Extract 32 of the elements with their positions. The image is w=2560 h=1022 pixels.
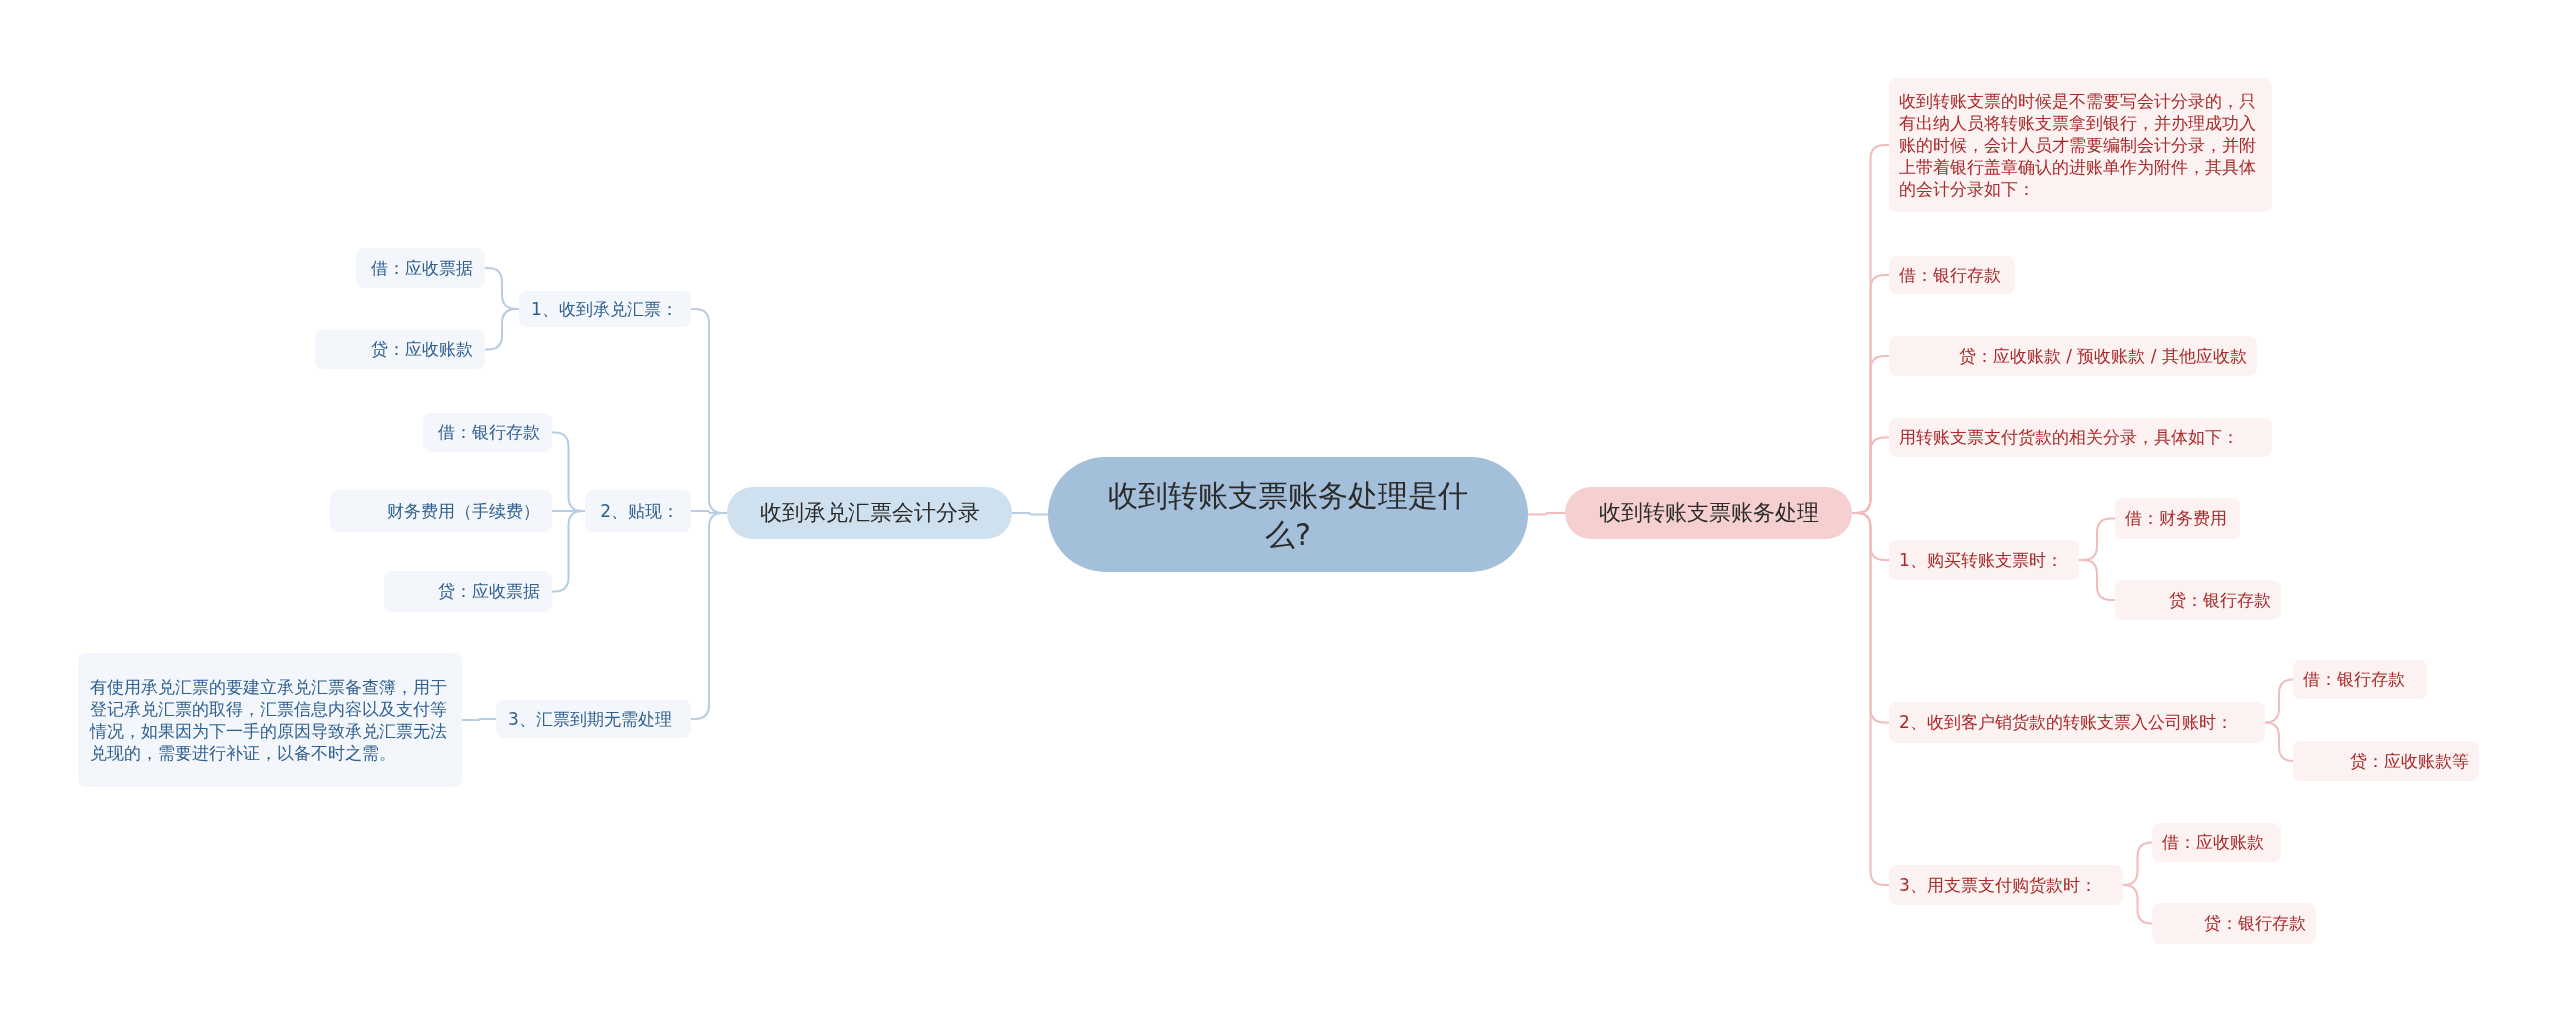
subtopic-box: 借：财务费用 xyxy=(2115,498,2240,539)
connector-line xyxy=(2264,678,2294,724)
subtopic-box: 3、汇票到期无需处理 xyxy=(496,700,691,738)
subtopic-box: 有使用承兑汇票的要建立承兑汇票备查簿，用于登记承兑汇票的取得，汇票信息内容以及支付等情况，如果因为下一手的原因导致承兑汇票无法兑现的，需要进行补证，以备不时之需。 xyxy=(78,653,462,787)
subtopic-box: 财务费用（手续费） xyxy=(330,490,552,532)
subtopic-box: 收到转账支票的时候是不需要写会计分录的，只有出纳人员将转账支票拿到银行，并办理成功入账的时候，会计人员才需要编制会计分录，并附上带着银行盖章确认的进账单作为附件，其具体的会计分录如下： xyxy=(1889,78,2272,212)
connector-line xyxy=(2122,884,2153,925)
subtopic-box: 贷：应收票据 xyxy=(384,571,552,612)
connector-line xyxy=(1011,512,1049,516)
topic-box: 收到转账支票账务处理 xyxy=(1565,487,1852,539)
subtopic-box: 1、收到承兑汇票： xyxy=(519,291,691,327)
connector-line xyxy=(1527,512,1566,516)
subtopic-box: 用转账支票支付货款的相关分录，具体如下： xyxy=(1889,418,2272,457)
subtopic-box: 贷：应收账款 / 预收账款 / 其他应收款 xyxy=(1889,336,2257,376)
subtopic-box: 借：银行存款 xyxy=(1889,256,2015,294)
subtopic-box: 贷：银行存款 xyxy=(2115,580,2281,620)
subtopic-box: 借：银行存款 xyxy=(423,413,552,452)
subtopic-box: 借：银行存款 xyxy=(2293,660,2427,699)
topic-box: 收到承兑汇票会计分录 xyxy=(727,487,1012,539)
subtopic-box: 贷：应收账款等 xyxy=(2293,741,2479,781)
connector-line xyxy=(461,718,497,721)
subtopic-box: 借：应收票据 xyxy=(356,248,485,288)
subtopic-box: 贷：应收账款 xyxy=(315,330,485,369)
subtopic-box: 1、购买转账支票时： xyxy=(1889,540,2079,580)
subtopic-box: 3、用支票支付购货款时： xyxy=(1889,865,2123,905)
subtopic-box: 借：应收账款 xyxy=(2152,823,2281,862)
subtopic-box: 2、收到客户销货款的转账支票入公司账时： xyxy=(1889,702,2265,743)
connector-line xyxy=(2264,721,2294,762)
subtopic-box: 2、贴现： xyxy=(585,490,691,532)
connector-line xyxy=(2078,559,2116,601)
subtopic-box: 贷：银行存款 xyxy=(2152,903,2316,944)
central-topic: 收到转账支票账务处理是什么? xyxy=(1048,457,1528,572)
